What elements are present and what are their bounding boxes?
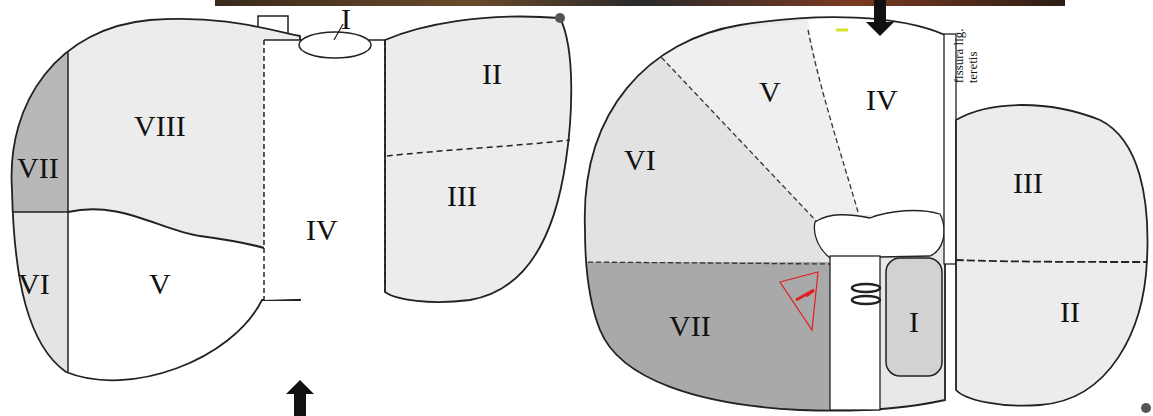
segment-number: V (149, 269, 171, 299)
segment-number: I (909, 307, 919, 337)
segment-number: IV (306, 215, 338, 245)
segment-number: VII (669, 311, 711, 341)
segment-number: VI (624, 145, 656, 175)
segment-number: II (1060, 297, 1080, 327)
fissure-label: fissura lig. teretis (952, 9, 981, 83)
segment-number: VII (17, 153, 59, 183)
segment-number: II (482, 59, 502, 89)
segment-number: III (447, 181, 477, 211)
segment-number: V (759, 77, 781, 107)
segment-number: I (341, 4, 351, 34)
segment-number: III (1013, 168, 1043, 198)
segment-number: IV (866, 85, 898, 115)
segment-number: VI (18, 269, 50, 299)
segment-number: VIII (134, 111, 186, 141)
